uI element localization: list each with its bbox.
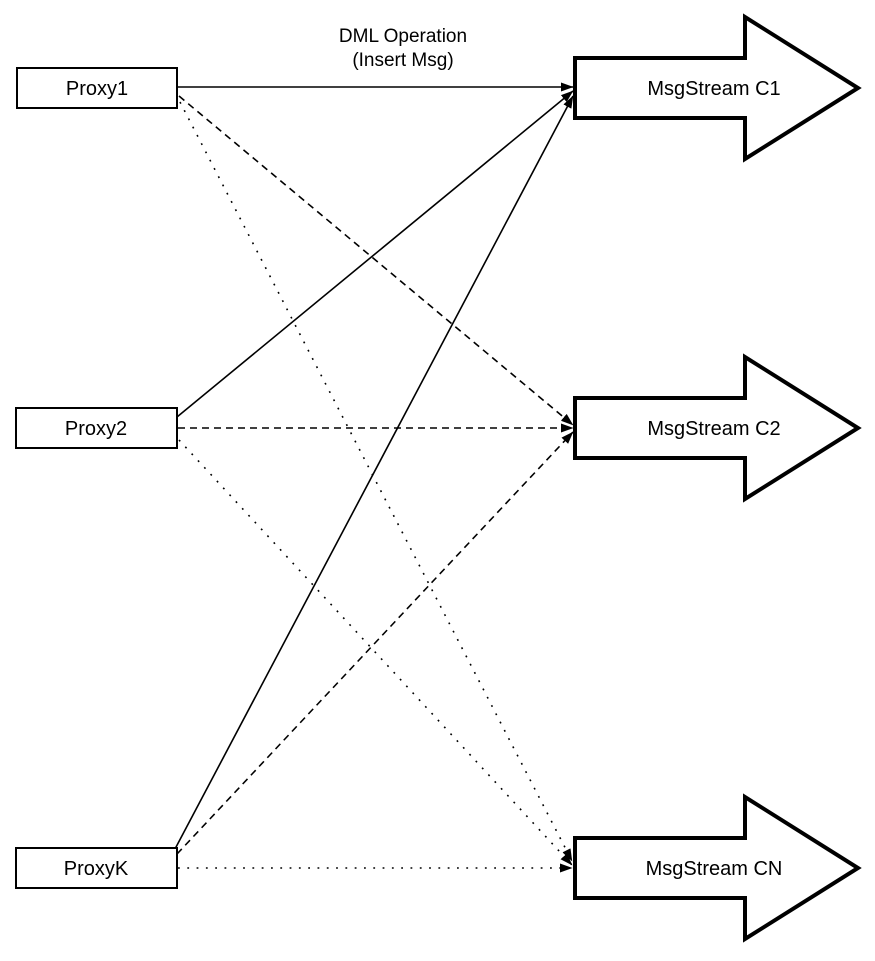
msgstream-cn-arrow-shape bbox=[573, 793, 862, 943]
node-proxy1: Proxy1 bbox=[16, 67, 178, 109]
proxy1-box bbox=[16, 67, 178, 109]
edge-proxy1-msgstream-cn bbox=[179, 101, 573, 862]
dml-operation-label-line2: (Insert Msg) bbox=[352, 50, 453, 71]
proxy2-label: Proxy2 bbox=[65, 418, 127, 440]
edge-proxy1-msgstream-c2 bbox=[178, 95, 574, 426]
msgstream-cn-label: MsgStream CN bbox=[646, 858, 783, 880]
node-msgstream-c1: MsgStream C1 bbox=[573, 13, 862, 163]
msgstream-c1-label: MsgStream C1 bbox=[647, 78, 780, 100]
edge-proxyk-msgstream-c2 bbox=[176, 431, 574, 855]
proxyk-label: ProxyK bbox=[64, 858, 129, 880]
dml-operation-label-line1: DML Operation bbox=[339, 26, 467, 47]
edge-proxy2-msgstream-cn bbox=[178, 439, 573, 866]
msgstream-c2-label: MsgStream C2 bbox=[647, 418, 780, 440]
msgstream-c2-arrow-shape bbox=[573, 353, 862, 503]
proxyk-box bbox=[15, 847, 178, 889]
proxy2-box bbox=[15, 407, 178, 449]
node-proxy2: Proxy2 bbox=[15, 407, 178, 449]
msgstream-c1-arrow-shape bbox=[573, 13, 862, 163]
node-msgstream-cn: MsgStream CN bbox=[573, 793, 862, 943]
edge-proxyk-msgstream-c1 bbox=[174, 95, 574, 850]
edge-proxy2-msgstream-c1 bbox=[176, 90, 574, 418]
proxy1-label: Proxy1 bbox=[66, 78, 128, 100]
node-msgstream-c2: MsgStream C2 bbox=[573, 353, 862, 503]
node-proxyk: ProxyK bbox=[15, 847, 178, 889]
